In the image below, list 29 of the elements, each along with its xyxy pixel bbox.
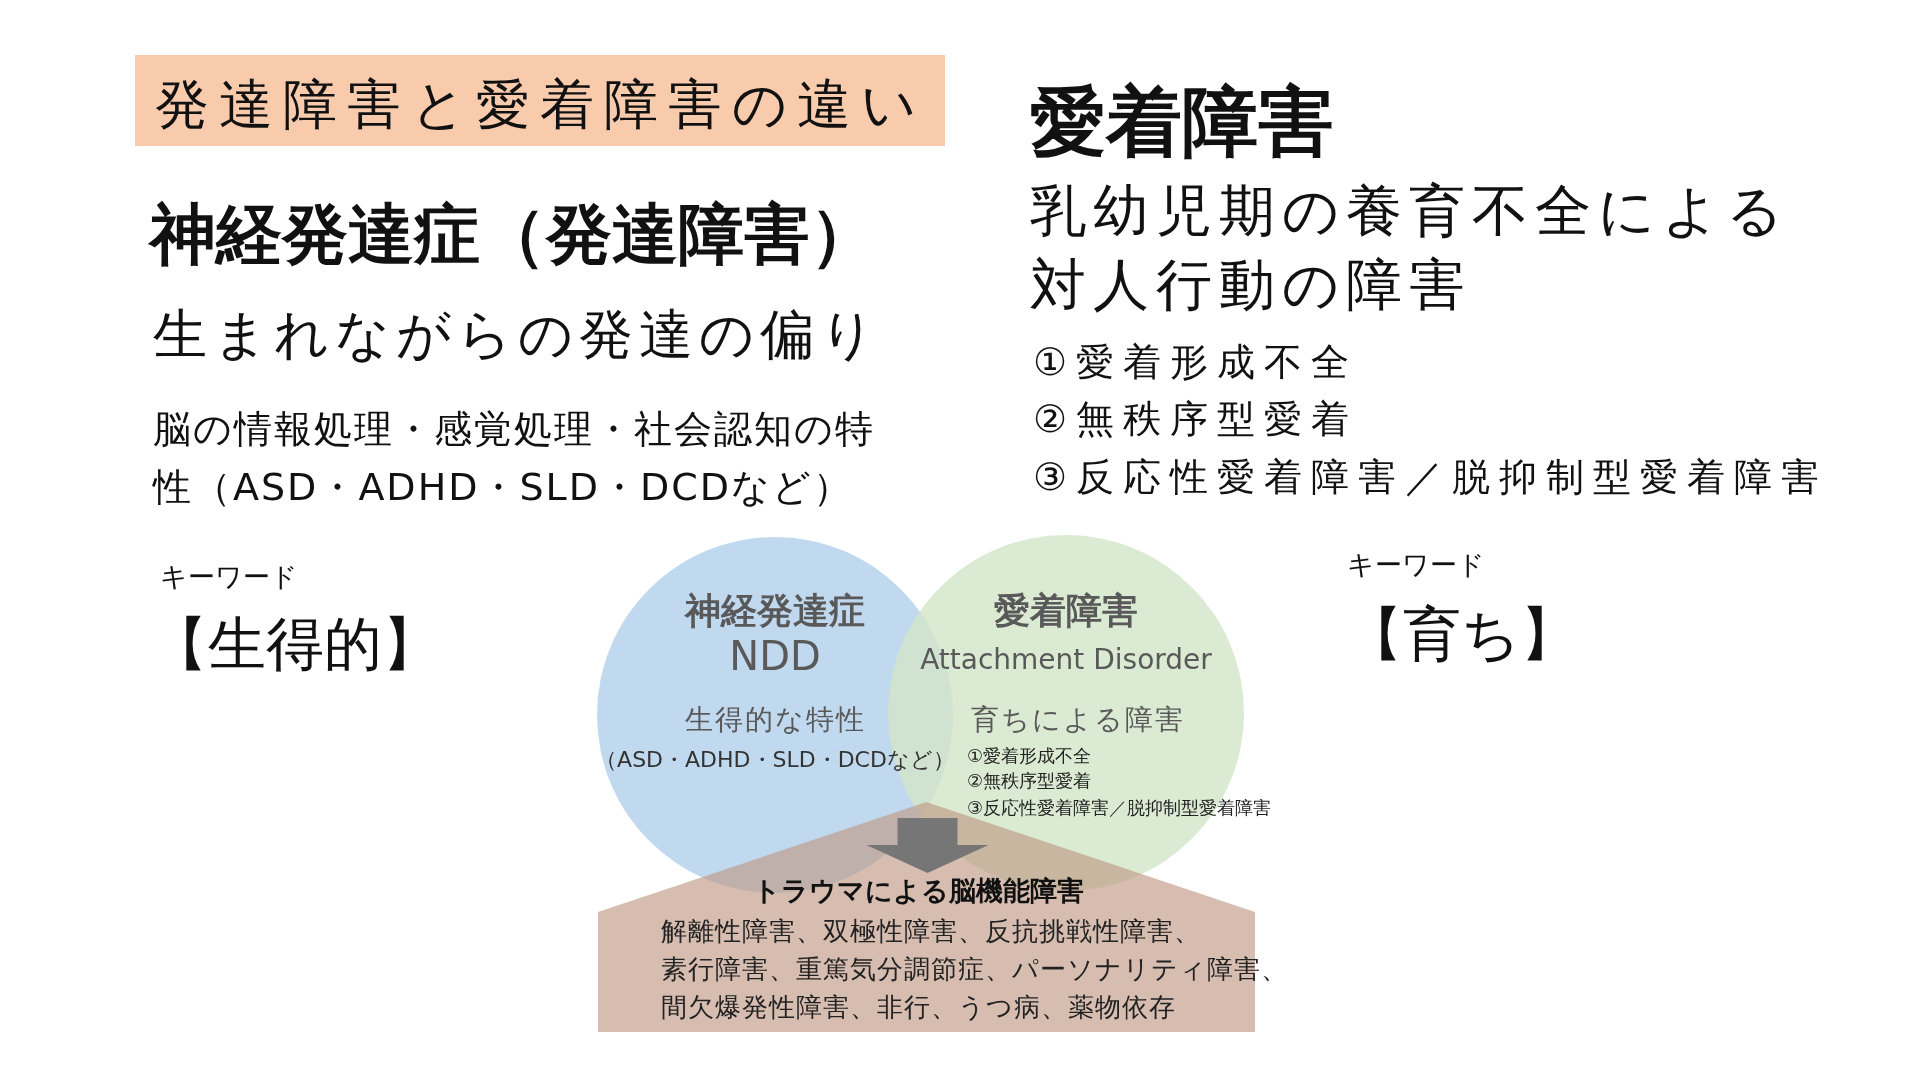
panel-text: 間欠爆発性障害、非行、うつ病、薬物依存 [661, 992, 1176, 1024]
panel-text: 解離性障害、双極性障害、反抗挑戦性障害、 [661, 916, 1201, 948]
keyword-text: 【生得的】 [150, 610, 440, 680]
description-text: ②無秩序型愛着 [1033, 397, 1359, 443]
circle-text: （ASD・ADHD・SLD・DCDなど） [595, 746, 955, 774]
node-text: 発達障害と愛着障害の違い [155, 73, 926, 138]
list-item: ②無秩序型愛着 [967, 770, 1092, 792]
keyword-caption: キーワード [1347, 549, 1485, 582]
circle-title: 愛着障害 [994, 589, 1138, 633]
panel-text: 素行障害、重篤気分調節症、パーソナリティ障害、 [661, 954, 1288, 986]
description-text: 生まれながらの発達の偏り [153, 303, 881, 368]
heading: 愛着障害 [1030, 76, 1334, 168]
circle-text: 生得的な特性 [684, 703, 866, 737]
heading: 神経発達症（発達障害） [150, 195, 876, 275]
list-item: ①愛着形成不全 [967, 745, 1092, 767]
circle-title: 神経発達症 [685, 589, 865, 633]
circle-subtitle: NDD [729, 632, 821, 680]
block-arrow [866, 818, 989, 873]
description-text: 脳の情報処理・感覚処理・社会認知の特性（ASD・ADHD・SLD・DCDなど） [153, 406, 876, 511]
circle-subtitle: Attachment Disorder [920, 643, 1212, 677]
keyword-caption: キーワード [160, 561, 298, 594]
description-text: ①愛着形成不全 [1033, 340, 1359, 386]
title-banner [135, 55, 945, 146]
keyword-text: 【育ち】 [1345, 600, 1578, 670]
panel-heading: トラウマによる脳機能障害 [752, 874, 1084, 908]
description-text: ③反応性愛着障害／脱抑制型愛着障害 [1033, 455, 1829, 501]
description-text: 乳幼児期の養育不全による対人行動の障害 [1030, 177, 1791, 319]
list-item: ③反応性愛着障害／脱抑制型愛着障害 [967, 797, 1272, 819]
circle-text: 育ちによる障害 [971, 703, 1185, 737]
